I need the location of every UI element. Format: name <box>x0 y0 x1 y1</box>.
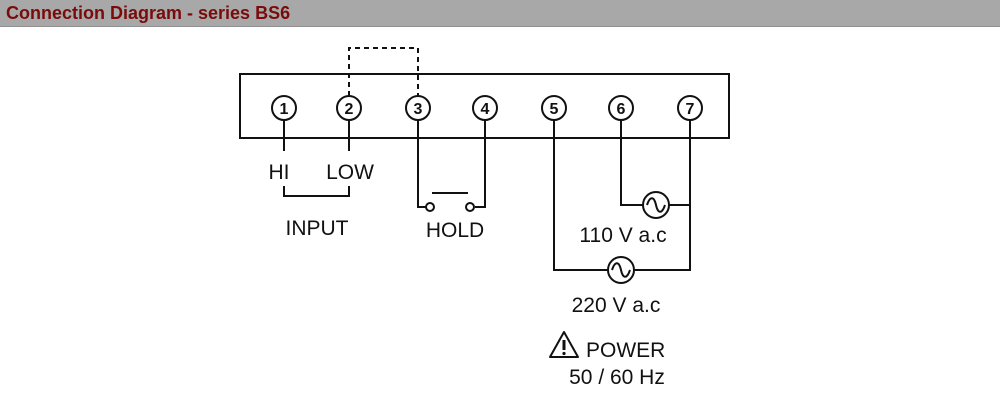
wire-220-right <box>634 205 691 271</box>
input-label: INPUT <box>286 217 349 240</box>
input-bracket <box>283 186 350 197</box>
wire-110-right <box>669 120 691 206</box>
wire-110-left <box>620 120 643 206</box>
ac-sine-source-icon <box>642 191 670 219</box>
push-button-switch-icon <box>425 192 475 212</box>
wire-hold-3 <box>417 120 426 208</box>
frequency-label: 50 / 60 Hz <box>569 366 665 389</box>
terminal-number: 1 <box>280 101 289 118</box>
ac-sine-source-icon <box>607 256 635 284</box>
warning-triangle-icon <box>549 331 579 358</box>
power-label: POWER <box>586 339 665 362</box>
low-label: LOW <box>326 161 374 184</box>
hi-label: HI <box>269 161 290 184</box>
dashed-link-2-3 <box>348 47 419 96</box>
voltage-110-label: 110 V a.c <box>579 224 666 247</box>
wire-220-left <box>553 120 608 271</box>
terminal-number: 3 <box>414 101 423 118</box>
voltage-220-label: 220 V a.c <box>572 294 661 317</box>
hold-label: HOLD <box>426 219 484 242</box>
terminal-number: 4 <box>481 101 490 118</box>
wire-hold-4 <box>475 120 486 208</box>
terminal-number: 5 <box>550 101 559 118</box>
terminal-number: 2 <box>345 101 354 118</box>
header-bar: Connection Diagram - series BS6 <box>0 0 1000 27</box>
terminal-number: 6 <box>617 101 626 118</box>
terminal-number: 7 <box>686 101 695 118</box>
page-title: Connection Diagram - series BS6 <box>6 3 291 23</box>
